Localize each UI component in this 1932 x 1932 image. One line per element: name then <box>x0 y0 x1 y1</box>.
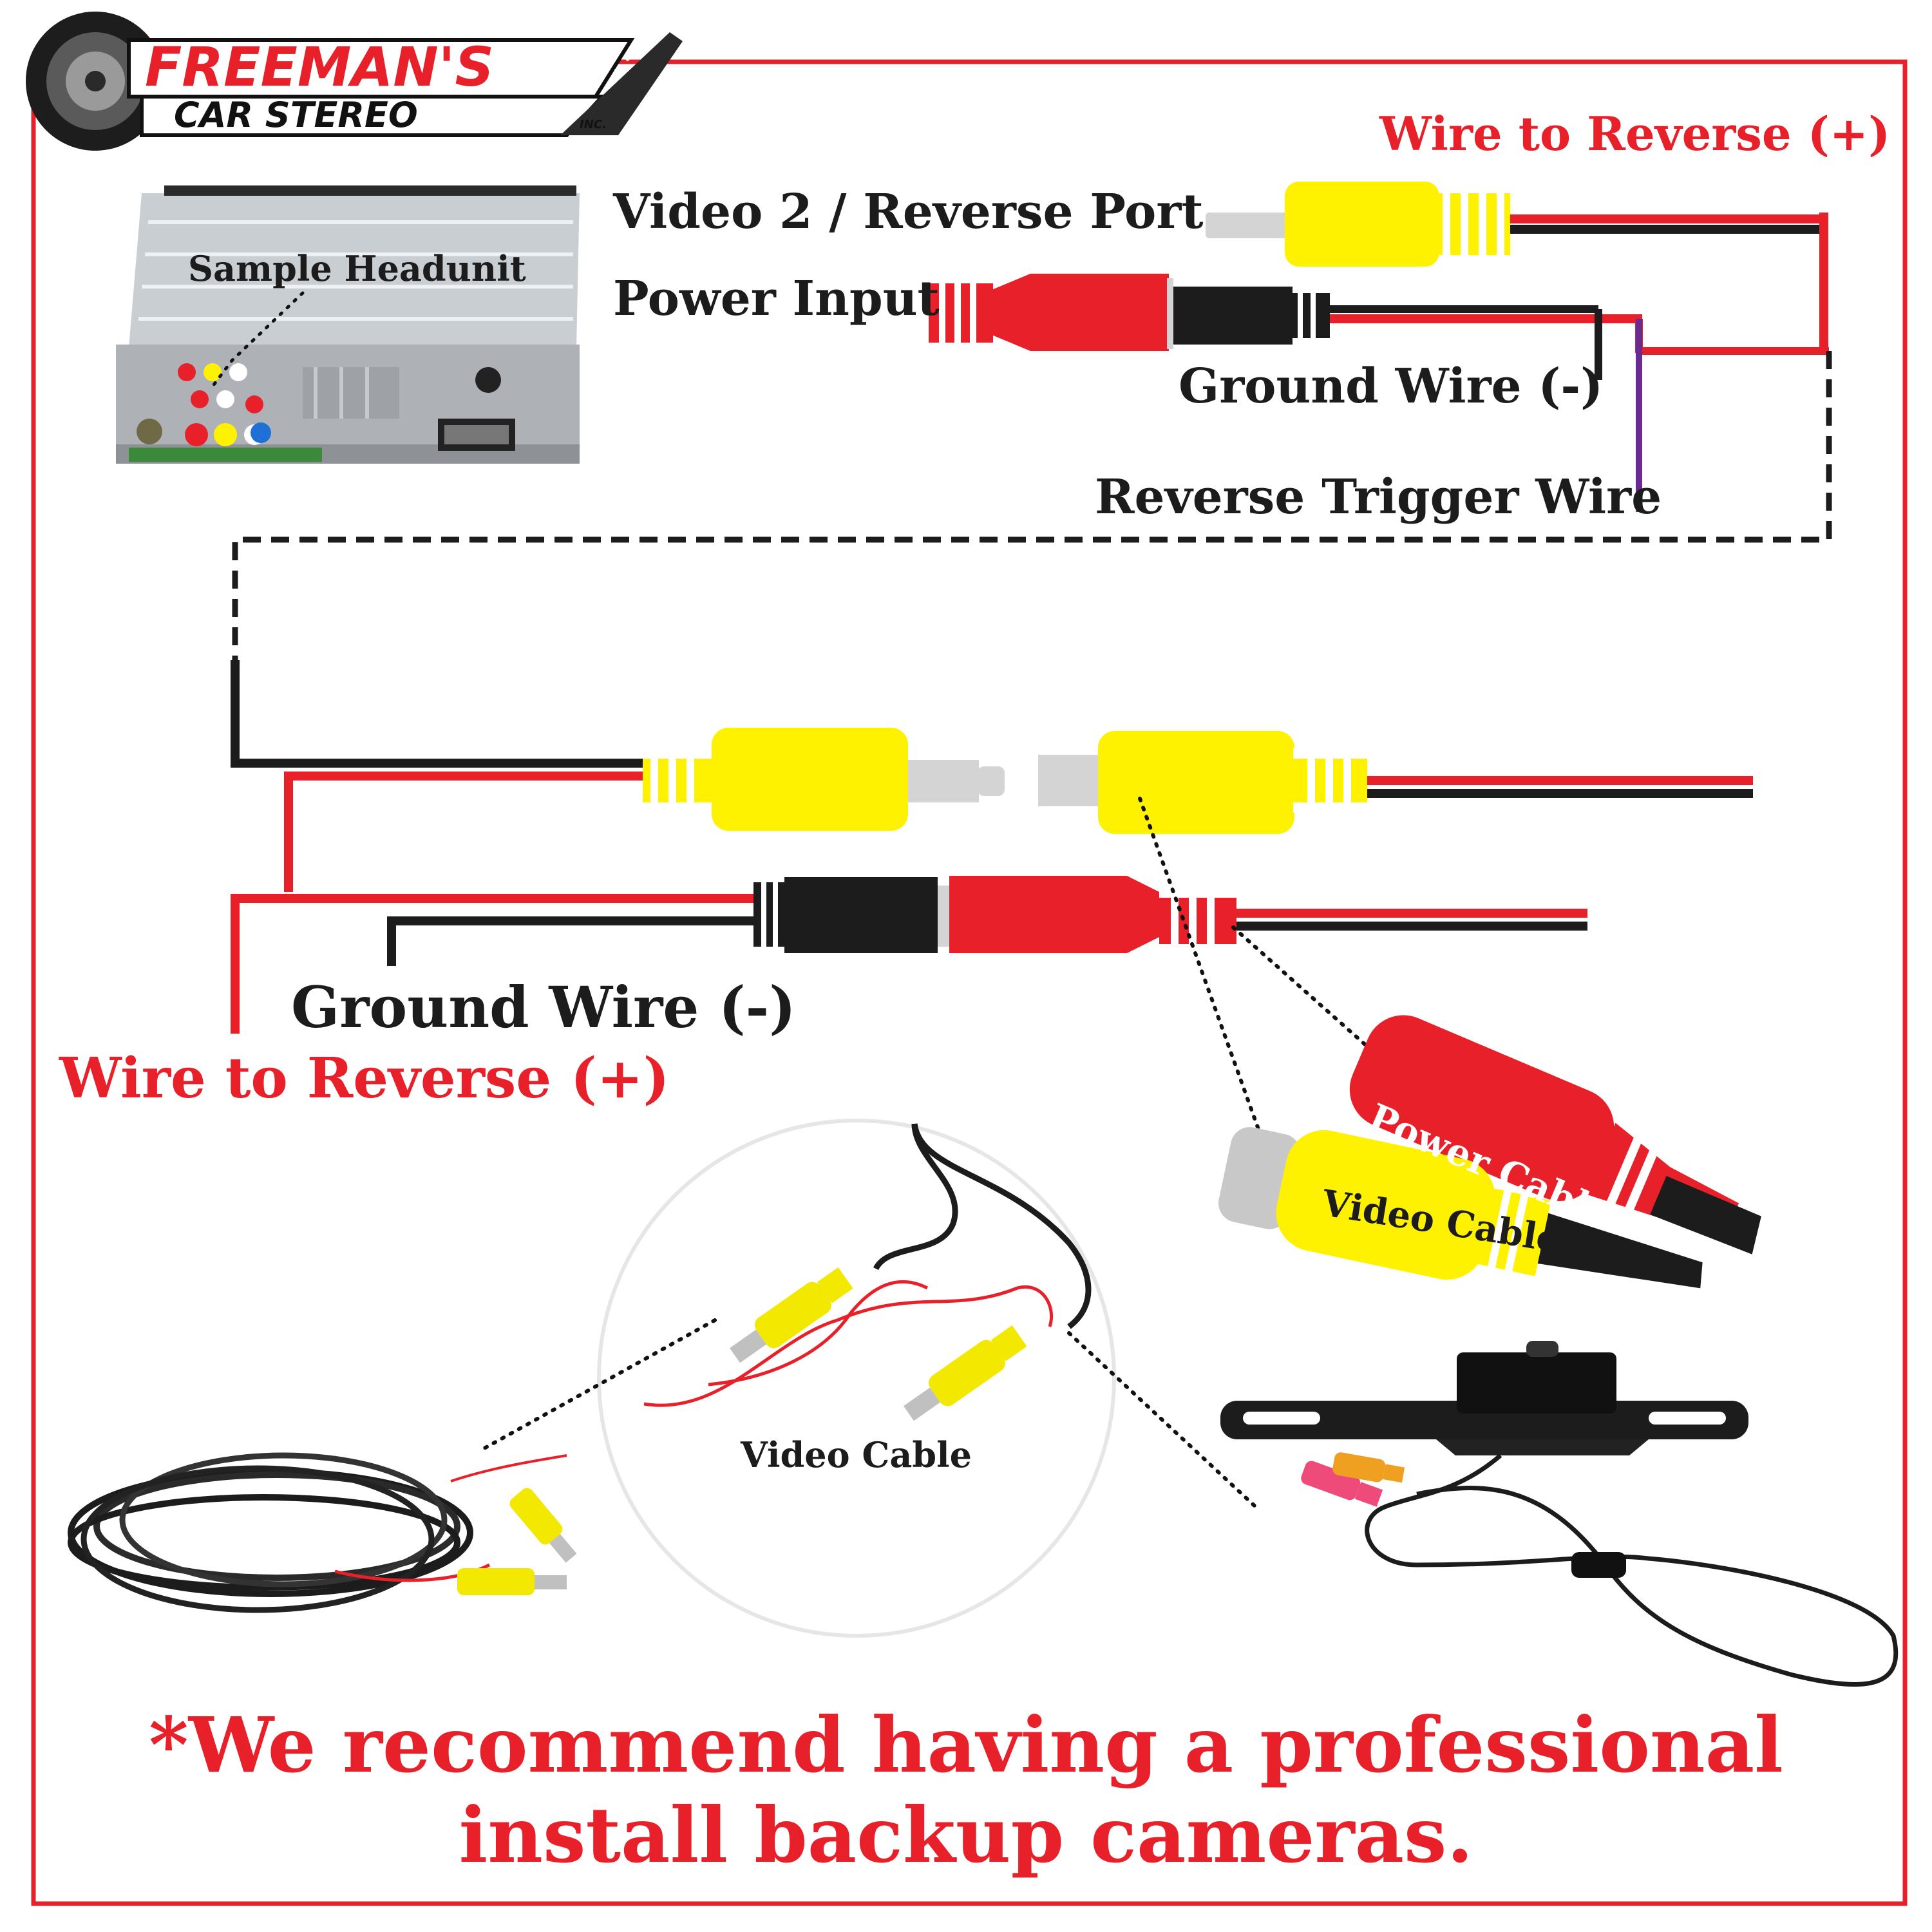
mid-reverse-label: Wire to Reverse (+) <box>59 1046 670 1111</box>
callout-line-video <box>1138 797 1264 1142</box>
reverse-trigger-label: Reverse Trigger Wire <box>1095 469 1662 525</box>
headunit-image <box>116 185 580 464</box>
headunit-label: Sample Headunit <box>188 248 526 289</box>
zoom-circle <box>597 1119 1116 1638</box>
notice-line-2: install backup cameras. <box>459 1790 1473 1880</box>
mid-left-black-wire <box>231 660 650 768</box>
mid-left-red-wire <box>284 772 650 892</box>
mid-right-video-rca <box>1038 731 1369 834</box>
logo-graphic <box>26 12 683 151</box>
license-plate-camera-image <box>1220 1341 1899 1687</box>
video-cable-circle-text: Video Cable <box>741 1434 972 1475</box>
video-port-label: Video 2 / Reverse Port <box>613 184 1204 240</box>
top-power-connector <box>929 274 1330 351</box>
power-cable-callout <box>1349 1015 1761 1255</box>
mid-ground-label: Ground Wire (-) <box>291 974 796 1041</box>
power-input-label: Power Input <box>613 271 940 327</box>
callout-line-left <box>481 1318 717 1451</box>
logo-title: FREEMAN'S <box>145 35 494 99</box>
top-ground-label: Ground Wire (-) <box>1179 359 1604 414</box>
video-cable-callout <box>1218 1127 1703 1289</box>
logo-subtitle: CAR STEREO <box>174 95 418 135</box>
logo-road-icon <box>560 32 683 135</box>
logo-inc: INC. <box>580 118 607 131</box>
dashed-route <box>232 351 1832 660</box>
callout-line-right <box>1067 1331 1258 1509</box>
top-reverse-label: Wire to Reverse (+) <box>1379 106 1891 161</box>
cable-bundle-image <box>68 1452 577 1613</box>
callout-line-power <box>1231 925 1380 1058</box>
mid-power-connector <box>753 876 1236 953</box>
zoom-circle-cables <box>643 1123 1092 1421</box>
mid-left-video-rca <box>641 728 1005 831</box>
notice-line-1: *We recommend having a professional <box>149 1700 1783 1790</box>
mid-left-red-wire-lower <box>231 894 763 1034</box>
outer-frame <box>31 59 1908 1906</box>
mid-left-ground-wire <box>387 916 763 966</box>
top-video-rca-connector <box>1206 182 1513 267</box>
